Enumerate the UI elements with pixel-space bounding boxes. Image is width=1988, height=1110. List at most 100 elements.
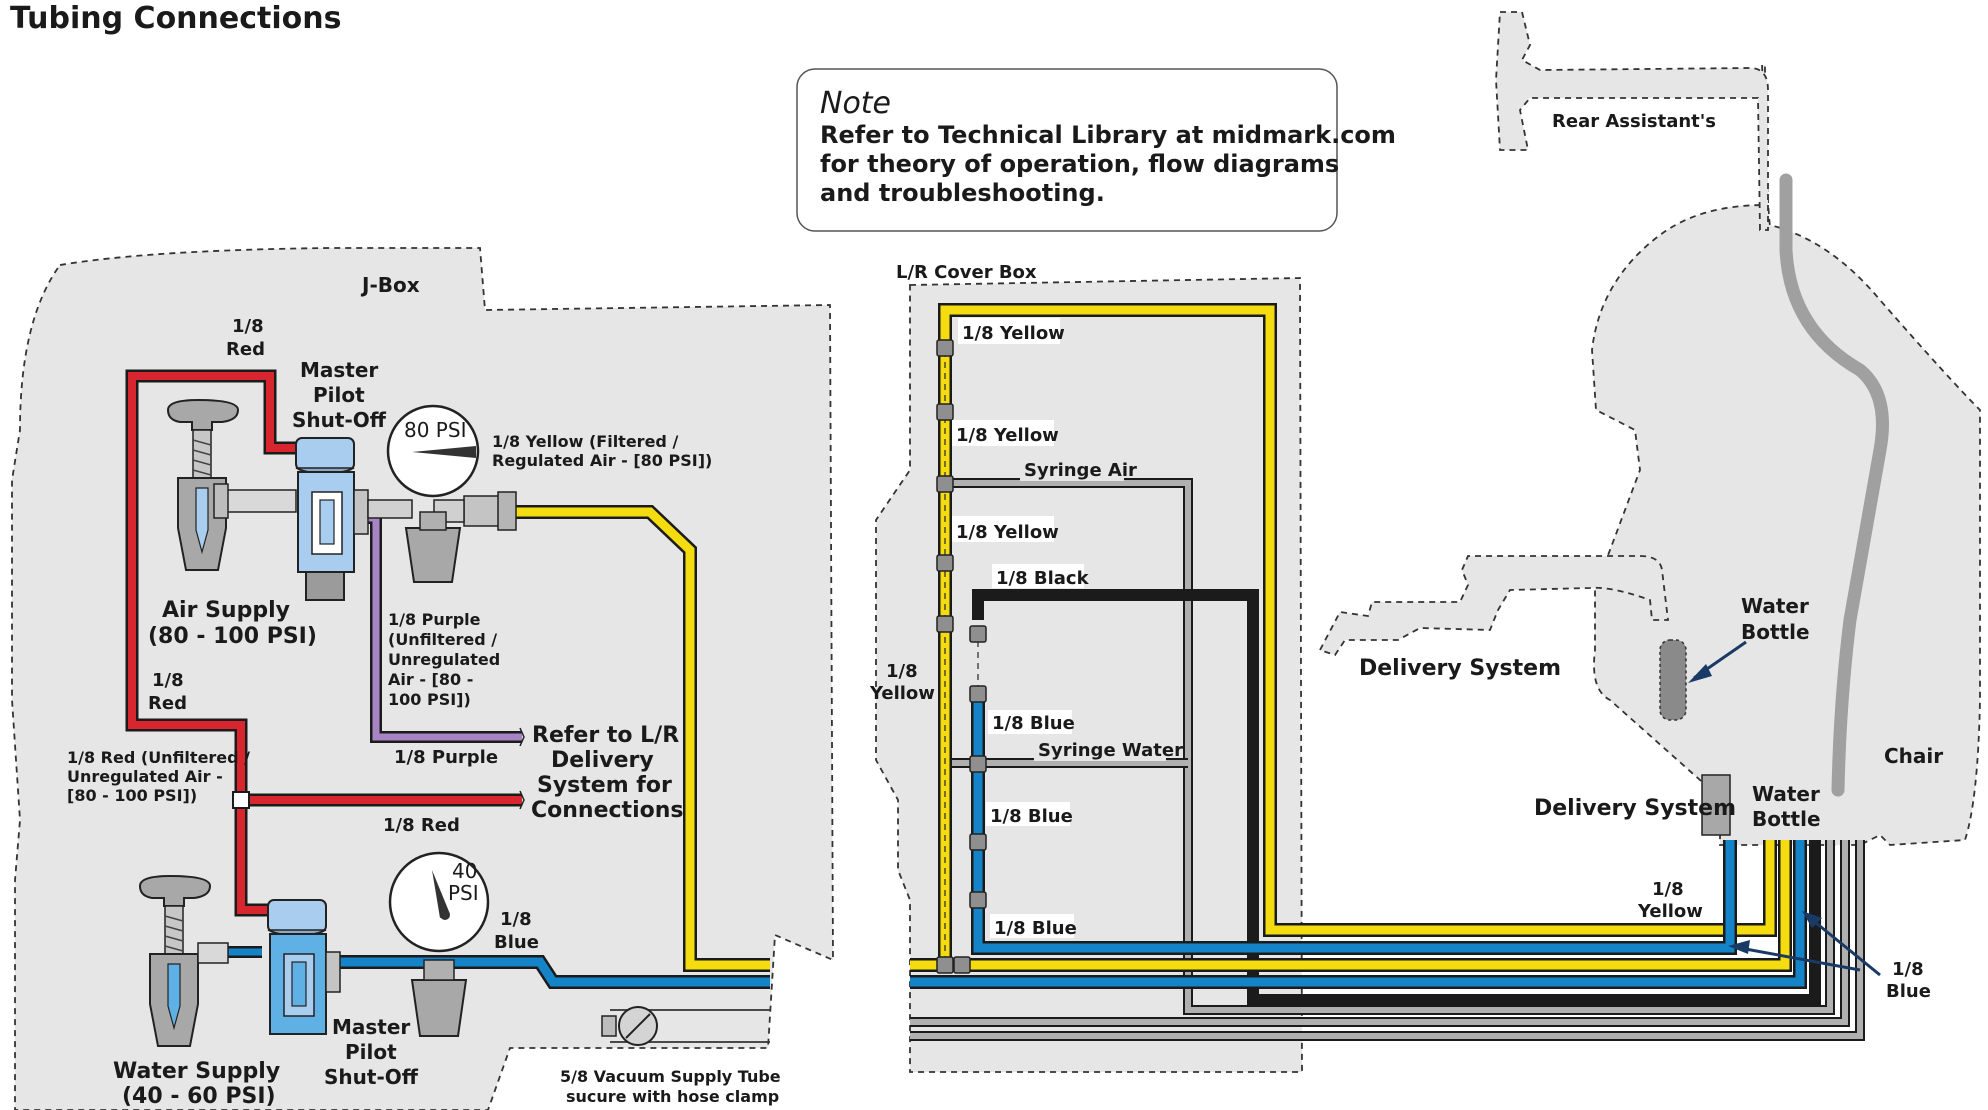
syringe-water-label: Syringe Water: [1038, 740, 1183, 761]
rear-assistant-label: Rear Assistant's: [1552, 111, 1716, 132]
water-gauge-unit: PSI: [448, 881, 479, 905]
vacuum-label-2: sucure with hose clamp: [566, 1087, 779, 1106]
fitting-icon: [953, 956, 971, 974]
note-box: Note Refer to Technical Library at midma…: [796, 68, 1396, 232]
air-gauge-label: 80 PSI: [404, 418, 466, 442]
master-pilot-shutoff-water-icon: [267, 899, 341, 1035]
chair-labels: Rear Assistant's Delivery System Water B…: [1359, 111, 1943, 1002]
water-supply-label-2: (40 - 60 PSI): [122, 1084, 276, 1109]
air-supply-valve-icon: [166, 398, 297, 571]
air-pressure-gauge-icon: 80 PSI: [367, 404, 517, 583]
note-heading: Note: [820, 86, 891, 121]
fitting-icon: [969, 833, 987, 851]
water-bottle-top-icon: [1659, 639, 1687, 721]
chair-yellow-label-2: Yellow: [1637, 901, 1703, 922]
red-unfiltered-label-2: Unregulated Air -: [67, 767, 223, 786]
delivery-system-block: [1701, 774, 1731, 836]
red-unfiltered-label-3: [80 - 100 PSI]): [67, 786, 197, 805]
lr-yellow-3-label: 1/8 Yellow: [956, 522, 1059, 543]
red-bottom-label: 1/8 Red: [383, 815, 460, 836]
chair-outline: [1591, 64, 1981, 846]
lr-tubes: [910, 303, 1865, 1041]
blue-outer-arrow-icon: [1809, 916, 1881, 977]
red-top-label-1: 1/8: [232, 316, 264, 337]
refer-lr-label-1: Refer to L/R: [532, 723, 679, 748]
lr-yellow-1-label: 1/8 Yellow: [962, 323, 1065, 344]
air-supply-label-2: (80 - 100 PSI): [148, 624, 317, 649]
delivery-system-bottom-label: Delivery System: [1534, 796, 1736, 821]
black-tube: [972, 589, 1821, 1006]
chair-gray-tube: [1779, 173, 1889, 797]
water-supply-label-1: Water Supply: [113, 1059, 280, 1084]
black-label: 1/8 Black: [996, 568, 1090, 589]
fitting-icon: [969, 891, 987, 909]
blue-label-2: Blue: [494, 932, 539, 953]
air-supply-label-1: Air Supply: [162, 598, 290, 623]
note-line-1: Refer to Technical Library at midmark.co…: [820, 121, 1396, 149]
water-bottle-bottom-label-2: Bottle: [1752, 807, 1821, 831]
fitting-icon: [936, 554, 954, 572]
blue-inner-arrow-icon: [1739, 946, 1861, 972]
fitting-icon: [936, 475, 954, 493]
note-line-2: for theory of operation, flow diagrams: [820, 150, 1339, 178]
purple-bottom-label: 1/8 Purple: [394, 747, 498, 768]
syringe-air-label: Syringe Air: [1024, 460, 1137, 481]
chair-label: Chair: [1884, 744, 1943, 768]
water-gauge-value: 40: [452, 859, 477, 883]
refer-lr-label-2: Delivery: [551, 748, 654, 773]
j-box-title: J-Box: [360, 273, 420, 297]
water-bottle-bottom-label-1: Water: [1752, 782, 1820, 806]
page-title: Tubing Connections: [10, 1, 341, 36]
water-pressure-gauge-icon: 40 PSI: [388, 851, 490, 1037]
red-top-label-2: Red: [226, 339, 265, 360]
refer-lr-label-3: System for: [537, 773, 672, 798]
hose-clamp-icon: [601, 1006, 658, 1046]
red-unfiltered-label-1: 1/8 Red (Unfiltered /: [67, 748, 250, 767]
j-box: J-Box: [11, 247, 834, 1110]
red-mid-label-1: 1/8: [152, 670, 184, 691]
water-supply-valve-icon: [138, 874, 229, 1047]
rear-assistant-arm: [1495, 11, 1769, 231]
delivery-system-top-label: Delivery System: [1359, 656, 1561, 681]
master-pilot-shutoff-air-icon: [295, 437, 369, 601]
chair-blue-label-2: Blue: [1886, 981, 1931, 1002]
master-pilot-bottom-1: Master: [332, 1015, 410, 1039]
purple-label-5: 100 PSI]): [388, 690, 471, 709]
lr-blue-1-label: 1/8 Blue: [992, 713, 1075, 734]
fitting-icon: [936, 615, 954, 633]
delivery-system-arm: [1318, 555, 1670, 657]
purple-label-2: (Unfiltered /: [388, 630, 497, 649]
master-pilot-top-2: Pilot: [313, 383, 365, 407]
fitting-icon: [969, 625, 987, 643]
chair-region: [1318, 11, 1981, 846]
red-mid-label-2: Red: [148, 693, 187, 714]
master-pilot-top-3: Shut-Off: [292, 408, 387, 432]
master-pilot-bottom-3: Shut-Off: [324, 1065, 419, 1089]
fitting-icon: [969, 755, 987, 773]
note-line-3: and troubleshooting.: [820, 179, 1105, 207]
water-bottle-top-label-2: Bottle: [1741, 620, 1810, 644]
master-pilot-bottom-2: Pilot: [345, 1040, 397, 1064]
lr-yellow-2-label: 1/8 Yellow: [956, 425, 1059, 446]
lr-labels: 1/8 Yellow 1/8 Yellow Syringe Air 1/8 Ye…: [869, 318, 1183, 939]
purple-label-3: Unregulated: [388, 650, 500, 669]
fitting-icon: [969, 685, 987, 703]
vacuum-label-1: 5/8 Vacuum Supply Tube: [560, 1067, 781, 1086]
purple-label-4: Air - [80 -: [388, 670, 473, 689]
fitting-icon: [936, 403, 954, 421]
blue-label-1: 1/8: [500, 909, 532, 930]
lr-yellow-side-2: Yellow: [869, 683, 935, 704]
master-pilot-top-1: Master: [300, 358, 378, 382]
lr-cover-box-title: L/R Cover Box: [896, 262, 1037, 283]
purple-label-1: 1/8 Purple: [388, 610, 481, 629]
red-tee-fitting: [232, 791, 250, 809]
refer-lr-label-4: Connections: [531, 798, 683, 823]
pointer-arrows: [1688, 640, 1881, 977]
fitting-icon: [936, 956, 954, 974]
chair-yellow-label-1: 1/8: [1652, 879, 1684, 900]
yellow-filtered-label-1: 1/8 Yellow (Filtered /: [492, 432, 678, 451]
fitting-icon: [936, 339, 954, 357]
lr-blue-3-label: 1/8 Blue: [994, 918, 1077, 939]
yellow-filtered-label-2: Regulated Air - [80 PSI]): [492, 451, 712, 470]
